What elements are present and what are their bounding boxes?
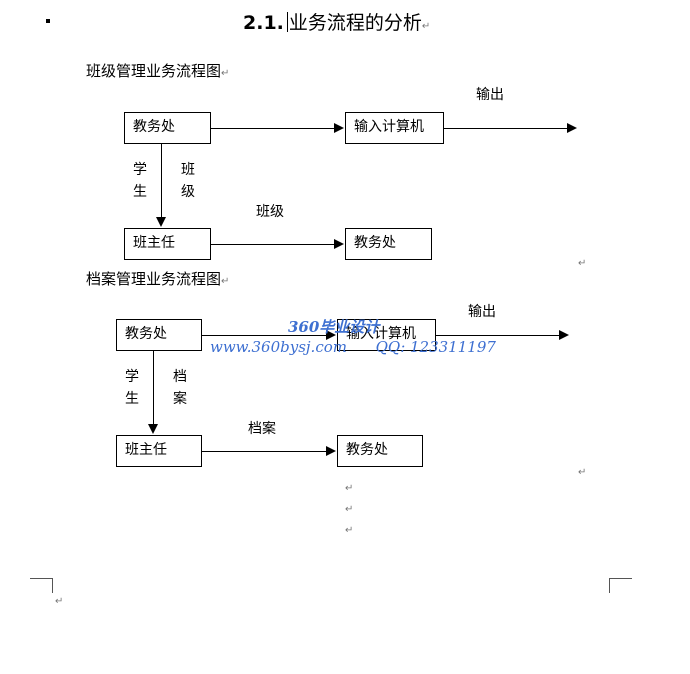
page-title: 2.1.业务流程的分析↵ [243, 11, 430, 35]
text-cursor [286, 12, 288, 32]
s2-arrowhead-down [148, 424, 158, 434]
s2-arrow-line-down [153, 351, 154, 425]
paragraph-mark-icon: ↵ [421, 21, 431, 32]
s1-box-input-computer: 输入计算机 [345, 112, 444, 144]
s2-arrowhead-right-1 [326, 330, 336, 340]
s1-box-jiaowuchu-2: 教务处 [345, 228, 432, 260]
s2-label-xue: 学 [125, 369, 139, 385]
s1-arrowhead-output [567, 123, 577, 133]
s2-arrowhead-output [559, 330, 569, 340]
s2-label-sheng: 生 [125, 391, 139, 407]
s2-box-jiaowuchu-2: 教务处 [337, 435, 423, 467]
paragraph-mark-icon: ↵ [345, 525, 354, 536]
s1-box-jiaowuchu: 教务处 [124, 112, 211, 144]
section1-title: 班级管理业务流程图↵ [86, 61, 229, 81]
heading-text: 业务流程的分析 [288, 12, 422, 34]
paragraph-mark-icon: ↵ [345, 483, 354, 494]
corner-mark-right [609, 578, 632, 593]
watermark-line2: www.360bysj.com QQ: 123311197 [210, 338, 496, 356]
s1-arrowhead-right-2 [334, 239, 344, 249]
s2-label-dangan: 档案 [248, 421, 276, 437]
s1-label-ji: 级 [181, 184, 195, 200]
s1-arrow-line-1 [211, 128, 335, 129]
s1-label-sheng: 生 [133, 184, 147, 200]
corner-mark-left [30, 578, 53, 593]
heading-number: 2.1. [243, 12, 284, 34]
s1-arrow-line-output [444, 128, 568, 129]
s2-arrow-line-output [436, 335, 560, 336]
s2-arrowhead-right-2 [326, 446, 336, 456]
s1-label-ban: 班 [181, 162, 195, 178]
s1-arrowhead-right-1 [334, 123, 344, 133]
bullet-marker [46, 19, 50, 23]
paragraph-mark-icon: ↵ [221, 68, 230, 79]
s2-arrow-line-1 [202, 335, 327, 336]
s2-label-an: 案 [173, 391, 187, 407]
section2-title-text: 档案管理业务流程图 [86, 270, 222, 288]
s1-label-banji: 班级 [256, 204, 284, 220]
s1-box-banzhuren: 班主任 [124, 228, 211, 260]
watermark-line1: 360毕业设计 [288, 318, 380, 336]
paragraph-mark-icon: ↵ [221, 276, 230, 287]
s1-label-xue: 学 [133, 162, 147, 178]
s1-arrowhead-down [156, 217, 166, 227]
s2-box-jiaowuchu: 教务处 [116, 319, 202, 351]
s2-box-banzhuren: 班主任 [116, 435, 202, 467]
s2-label-dang: 档 [173, 369, 187, 385]
paragraph-mark-icon: ↵ [578, 467, 587, 478]
s2-box-input-computer: 输入计算机 [337, 319, 436, 351]
paragraph-mark-icon: ↵ [345, 504, 354, 515]
section2-title: 档案管理业务流程图↵ [86, 269, 229, 289]
s1-arrow-line-down [161, 144, 162, 218]
paragraph-mark-icon: ↵ [578, 258, 587, 269]
s2-label-output: 输出 [468, 304, 496, 320]
s1-arrow-line-2 [211, 244, 335, 245]
s2-arrow-line-2 [202, 451, 327, 452]
section1-title-text: 班级管理业务流程图 [86, 62, 222, 80]
s1-label-output: 输出 [476, 87, 504, 103]
paragraph-mark-icon: ↵ [55, 596, 64, 607]
